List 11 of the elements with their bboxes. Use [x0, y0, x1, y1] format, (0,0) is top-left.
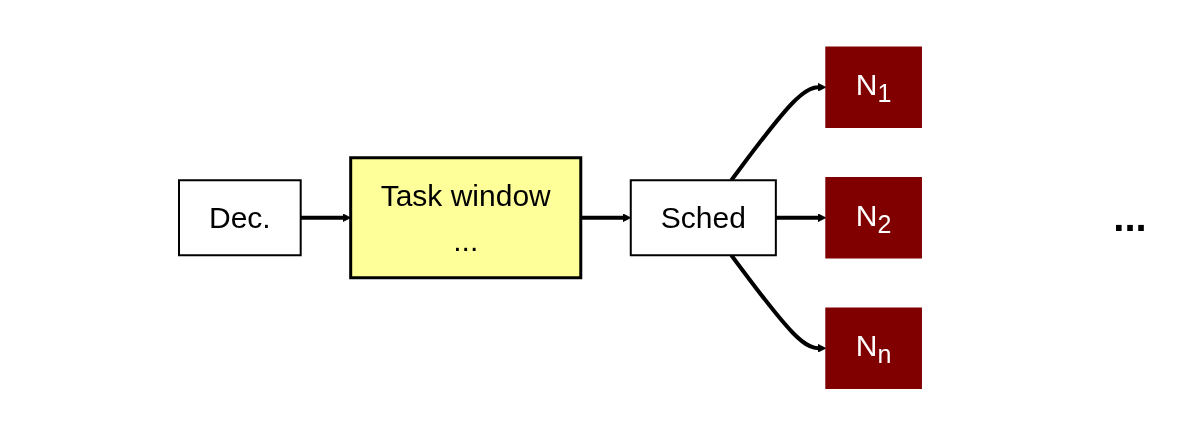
- node-box: N$_{2}$: [825, 176, 922, 259]
- arrow: [775, 213, 827, 222]
- node-box: Dec.: [177, 179, 302, 256]
- arrow: [300, 213, 351, 222]
- node-box: N$_{1}$: [825, 46, 922, 128]
- node-box: Task window ...: [348, 156, 583, 279]
- arrow: [729, 82, 827, 182]
- node-box: Sched: [629, 179, 777, 256]
- arrow: [580, 213, 631, 222]
- ellipsis-note: ...: [1112, 195, 1148, 240]
- node-box: N$_{n}$: [825, 307, 922, 389]
